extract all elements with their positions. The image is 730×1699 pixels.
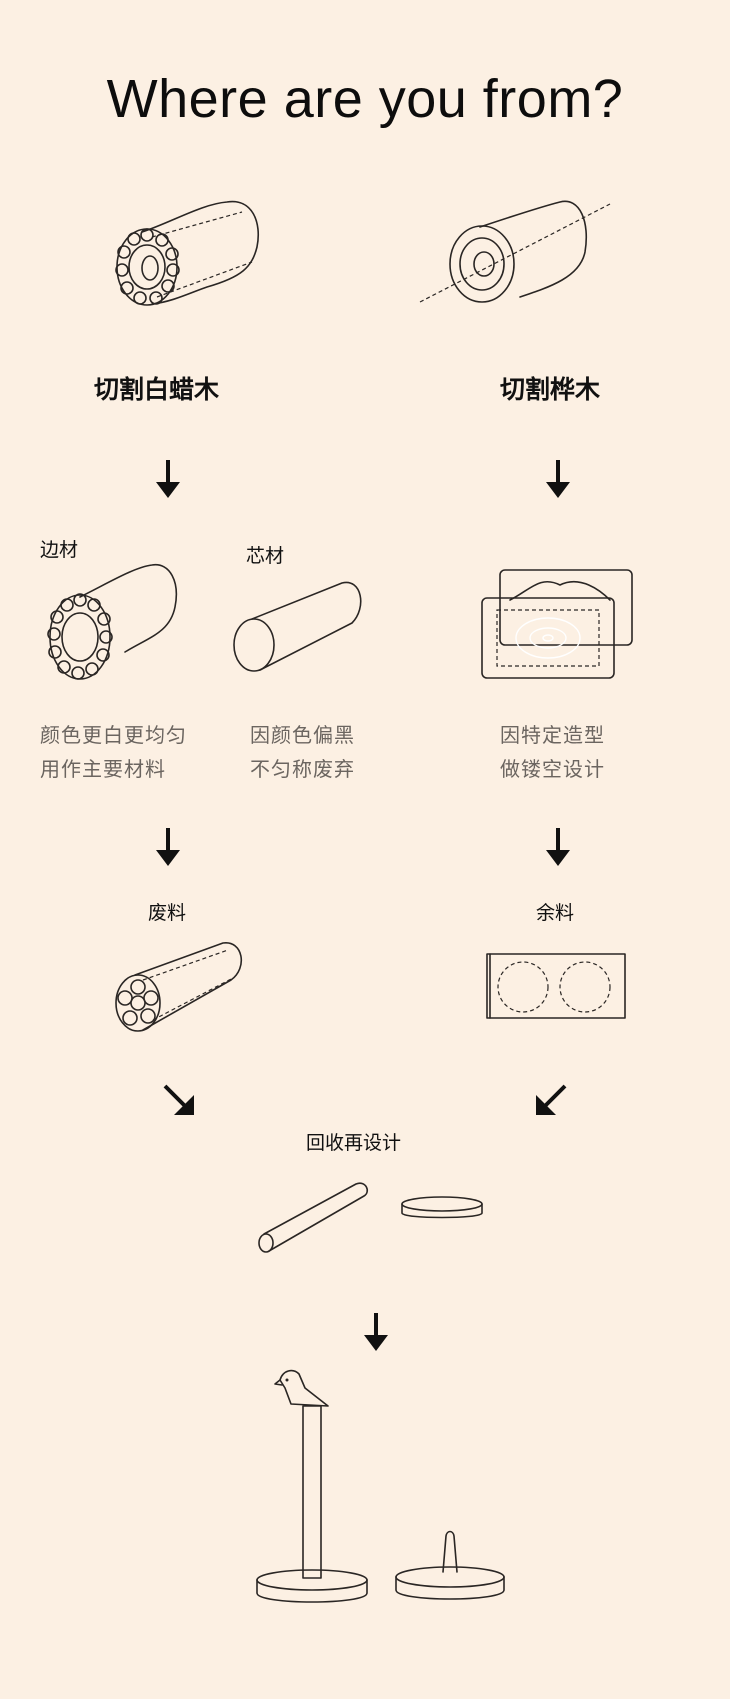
arrow-down-icon <box>364 1313 388 1351</box>
leftover-board-illustration <box>486 953 626 1019</box>
birch-heading: 切割桦木 <box>500 375 601 404</box>
birch-log-illustration <box>419 200 611 303</box>
arrow-down-icon <box>156 460 180 498</box>
sapwood-description: 颜色更白更均匀 用作主要材料 <box>40 718 187 786</box>
leftover-label: 余料 <box>536 902 575 924</box>
desc-line: 因颜色偏黑 <box>250 723 355 747</box>
desc-line: 颜色更白更均匀 <box>40 723 187 747</box>
desc-line: 因特定造型 <box>500 723 605 747</box>
ash-log-illustration <box>115 200 259 306</box>
desc-line: 用作主要材料 <box>40 757 166 781</box>
arrow-down-icon <box>546 828 570 866</box>
birch-description: 因特定造型 做镂空设计 <box>500 718 605 786</box>
ring-holder-illustration <box>395 1530 505 1600</box>
page-title: Where are you from? <box>106 69 624 129</box>
desc-line: 做镂空设计 <box>500 757 605 781</box>
desc-line: 不匀称废弃 <box>250 757 355 781</box>
waste-label: 废料 <box>148 902 187 924</box>
waste-core-illustration <box>115 942 243 1032</box>
heartwood-label: 芯材 <box>246 545 285 567</box>
recycle-label: 回收再设计 <box>306 1132 402 1154</box>
arrow-down-icon <box>156 828 180 866</box>
arrow-down-icon <box>546 460 570 498</box>
rod-illustration <box>258 1182 368 1253</box>
sapwood-illustration <box>47 564 177 680</box>
arrow-down-right-icon <box>163 1084 194 1115</box>
arrow-down-left-icon <box>536 1084 567 1115</box>
sapwood-label: 边材 <box>40 539 79 561</box>
heartwood-description: 因颜色偏黑 不匀称废弃 <box>250 718 355 786</box>
birch-board-illustration <box>481 569 633 679</box>
heartwood-illustration <box>233 581 362 672</box>
ash-heading: 切割白蜡木 <box>94 375 220 404</box>
bird-paper-holder-illustration <box>256 1369 368 1603</box>
disc-illustration <box>401 1196 483 1219</box>
